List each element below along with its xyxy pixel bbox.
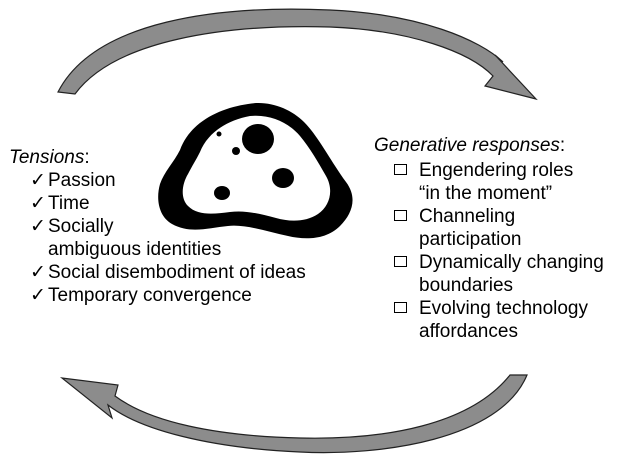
tension-item: ✓Passion bbox=[30, 169, 306, 192]
tension-text-cont: ambiguous identities bbox=[48, 239, 222, 260]
responses-heading: Generative responses: bbox=[374, 135, 566, 156]
blob-dot-micro bbox=[216, 131, 222, 137]
blob-dot-medium bbox=[272, 168, 294, 188]
tension-text: Time bbox=[48, 193, 90, 214]
checkbox-icon bbox=[394, 256, 407, 267]
tensions-heading: Tensions: bbox=[9, 147, 90, 168]
response-item: Engendering roles“in the moment” bbox=[394, 159, 604, 205]
check-icon: ✓ bbox=[30, 262, 46, 283]
blob-dot-tiny bbox=[232, 147, 240, 155]
top-cycle-arrow bbox=[57, 8, 538, 101]
tension-text: Temporary convergence bbox=[48, 285, 252, 306]
tension-item: ✓Temporary convergence bbox=[30, 284, 306, 307]
responses-list: Engendering roles“in the moment” Channel… bbox=[394, 159, 604, 343]
response-text: Dynamically changing bbox=[419, 252, 604, 273]
check-icon: ✓ bbox=[30, 193, 46, 214]
response-text: Engendering roles bbox=[419, 160, 574, 181]
checkbox-icon bbox=[394, 302, 407, 313]
bottom-cycle-arrow bbox=[59, 374, 528, 454]
central-blob bbox=[158, 102, 353, 239]
check-icon: ✓ bbox=[30, 170, 46, 191]
tension-text: Social disembodiment of ideas bbox=[48, 262, 306, 283]
checkbox-icon bbox=[394, 164, 407, 175]
response-text-cont: affordances bbox=[419, 321, 518, 342]
response-text: Evolving technology bbox=[419, 298, 588, 319]
response-text: Channeling bbox=[419, 206, 516, 227]
blob-dot-large bbox=[242, 124, 274, 154]
check-icon: ✓ bbox=[30, 285, 46, 306]
tension-item: ✓Social disembodiment of ideas bbox=[30, 261, 306, 284]
response-text-cont: boundaries bbox=[419, 275, 514, 296]
response-text-cont: “in the moment” bbox=[419, 183, 553, 204]
blob-dot-small bbox=[214, 186, 230, 200]
responses-panel: Generative responses: Engendering roles“… bbox=[374, 134, 604, 343]
response-text-cont: participation bbox=[419, 229, 522, 250]
check-icon: ✓ bbox=[30, 216, 46, 237]
checkbox-icon bbox=[394, 210, 407, 221]
tension-text: Socially bbox=[48, 216, 114, 237]
tension-item: ✓Time bbox=[30, 192, 306, 215]
tension-text: Passion bbox=[48, 170, 116, 191]
